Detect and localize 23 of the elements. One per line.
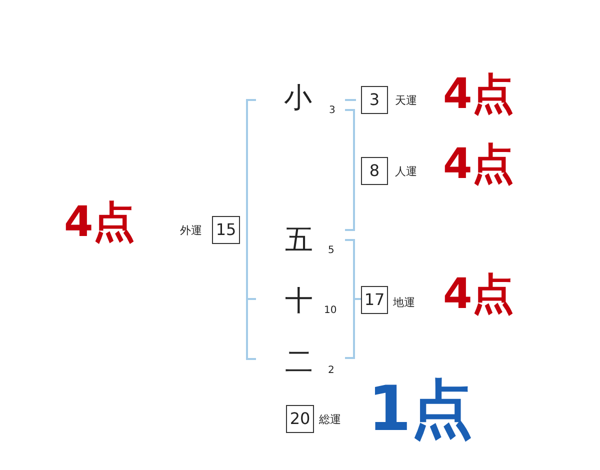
number-box: 3 — [361, 86, 388, 114]
number-box: 20 — [286, 405, 314, 433]
fortune-label: 地運 — [393, 297, 415, 308]
fortune-label: 総運 — [319, 414, 341, 425]
name-character: 五 — [285, 226, 313, 254]
fortune-label: 外運 — [180, 225, 202, 236]
name-character: 十 — [285, 287, 313, 315]
stroke-count: 5 — [328, 246, 334, 256]
fortune-label: 天運 — [395, 95, 417, 106]
score-text: 4点 — [64, 201, 136, 243]
fortune-label: 人運 — [395, 166, 417, 177]
number-box: 8 — [361, 157, 388, 185]
name-character: 二 — [285, 348, 313, 376]
number-box: 15 — [212, 216, 240, 244]
score-text: 4点 — [443, 273, 514, 315]
score-text: 4点 — [443, 143, 514, 185]
stroke-count: 2 — [328, 366, 334, 376]
stroke-count: 10 — [324, 306, 337, 316]
score-text: 1点 — [368, 378, 474, 440]
stroke-count: 3 — [329, 106, 336, 116]
name-character: 小 — [284, 84, 312, 112]
score-text: 4点 — [443, 73, 514, 115]
number-box: 17 — [361, 286, 388, 314]
